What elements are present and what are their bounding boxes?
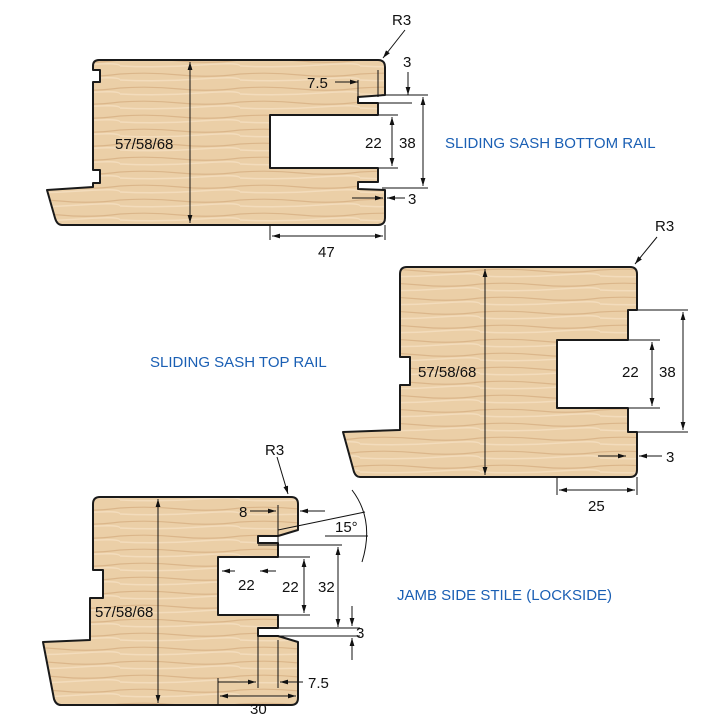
dim-label: 30 <box>250 701 267 718</box>
dim-label: 22 <box>282 579 299 596</box>
dim-label: 22 <box>365 135 382 152</box>
radius-label: R3 <box>392 12 411 29</box>
dim-label: 25 <box>588 498 605 515</box>
radius-label: R3 <box>655 218 674 235</box>
dim-label: 47 <box>318 244 335 261</box>
jamb-stile-profile: 57/58/68 R3 8 15° 22 22 32 3 7.5 30 JAMB… <box>42 442 612 718</box>
thickness-label: 57/58/68 <box>115 136 173 153</box>
radius-label: R3 <box>265 442 284 459</box>
dim-label: 8 <box>239 504 247 521</box>
dim-label: 3 <box>408 191 416 208</box>
dim-label: 3 <box>403 54 411 71</box>
thickness-label: 57/58/68 <box>418 364 476 381</box>
profile-title: SLIDING SASH TOP RAIL <box>150 354 327 371</box>
profile-title: JAMB SIDE STILE (LOCKSIDE) <box>397 587 612 604</box>
profile-title: SLIDING SASH BOTTOM RAIL <box>445 135 656 152</box>
dim-label: 15° <box>335 519 358 536</box>
dim-label: 38 <box>399 135 416 152</box>
jamb-stile-shape <box>42 496 299 706</box>
thickness-label: 57/58/68 <box>95 604 153 621</box>
dim-label: 22 <box>238 577 255 594</box>
dim-label: 22 <box>622 364 639 381</box>
top-rail-shape <box>342 266 638 478</box>
dim-label: 38 <box>659 364 676 381</box>
dim-label: 7.5 <box>308 675 329 692</box>
bottom-rail-profile: 57/58/68 R3 7.5 3 22 38 3 47 SLIDING SAS… <box>46 12 656 261</box>
dim-label: 3 <box>666 449 674 466</box>
top-rail-profile: 57/58/68 R3 22 38 3 25 SLIDING SASH TOP … <box>150 218 688 515</box>
dim-label: 32 <box>318 579 335 596</box>
bottom-rail-shape <box>46 59 386 226</box>
dim-label: 3 <box>356 625 364 642</box>
dim-label: 7.5 <box>307 75 328 92</box>
